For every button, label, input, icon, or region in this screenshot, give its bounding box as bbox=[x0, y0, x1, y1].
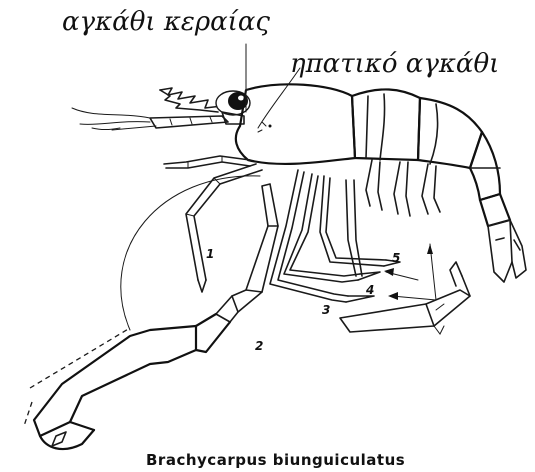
antennae bbox=[72, 108, 156, 130]
leg-number-5: 5 bbox=[392, 251, 400, 265]
leg-1 bbox=[186, 164, 262, 292]
leg-number-2: 2 bbox=[255, 339, 263, 353]
antennal-scale bbox=[150, 116, 228, 128]
label-rostral-spine: αγκάθι κεραίας bbox=[62, 7, 270, 37]
leg-posterior bbox=[346, 180, 362, 276]
figure-caption: Brachycarpus biunguiculatus bbox=[146, 451, 405, 469]
rostrum bbox=[160, 88, 222, 112]
leg-5 bbox=[320, 176, 400, 266]
leg-number-4: 4 bbox=[365, 283, 374, 297]
carapace bbox=[236, 84, 355, 164]
leg-2-chela bbox=[24, 176, 278, 449]
leg-number-1: 1 bbox=[206, 247, 214, 261]
leg-number-3: 3 bbox=[322, 303, 330, 317]
tail-fan bbox=[488, 220, 526, 282]
detached-leg bbox=[340, 262, 470, 334]
label-hepatic-spine: ηπατικό αγκάθι bbox=[290, 49, 499, 79]
maxilliped bbox=[164, 156, 250, 168]
abdomen bbox=[352, 89, 510, 226]
pleopods bbox=[366, 160, 440, 216]
